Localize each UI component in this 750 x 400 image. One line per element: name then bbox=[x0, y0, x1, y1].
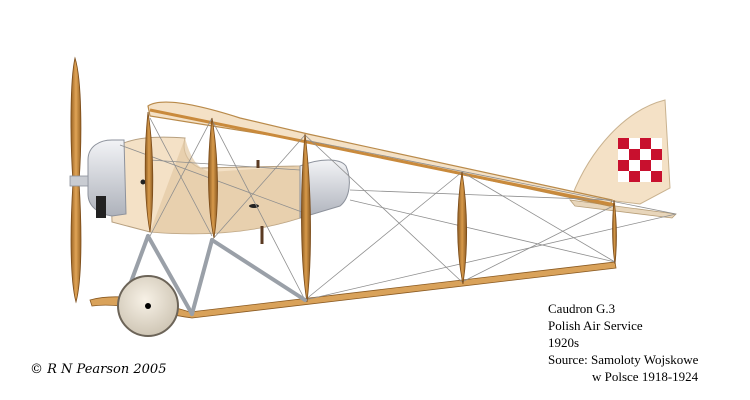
caption-service: Polish Air Service bbox=[548, 318, 643, 333]
caption-aircraft-name: Caudron G.3 bbox=[548, 301, 616, 316]
caption-source: Source: Samoloty Wojskowe bbox=[548, 352, 699, 367]
copyright-notice: © R N Pearson 2005 bbox=[30, 362, 167, 377]
caption-block: Caudron G.3 Polish Air Service 1920s Sou… bbox=[548, 300, 698, 385]
tailplane bbox=[569, 199, 677, 219]
caption-era: 1920s bbox=[548, 335, 580, 350]
caption-source-title: w Polsce 1918-1924 bbox=[592, 369, 699, 384]
wheel bbox=[117, 275, 179, 337]
polish-insignia bbox=[618, 138, 662, 182]
interplane-struts bbox=[144, 111, 617, 303]
engine-cylinder bbox=[96, 196, 106, 218]
engine-cowling bbox=[87, 139, 127, 217]
rear-fairing bbox=[299, 159, 350, 219]
